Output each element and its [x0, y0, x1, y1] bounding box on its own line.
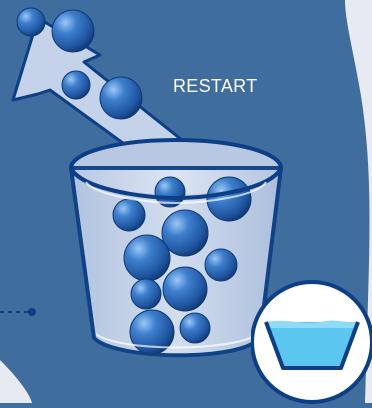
sphere: [17, 8, 45, 36]
dotted-connector-icon: [0, 308, 36, 316]
light-panel-left: [0, 360, 32, 403]
sphere: [207, 177, 251, 221]
sphere: [131, 279, 161, 309]
sphere: [100, 77, 142, 119]
sphere: [52, 10, 94, 52]
sphere: [163, 267, 207, 311]
sphere: [62, 71, 90, 99]
sphere: [124, 235, 170, 281]
sphere: [205, 249, 237, 281]
sphere: [180, 313, 210, 343]
sphere: [113, 199, 145, 231]
water-basin-icon: [251, 278, 372, 408]
restart-button[interactable]: RESTART: [173, 76, 257, 96]
sphere: [162, 210, 208, 256]
